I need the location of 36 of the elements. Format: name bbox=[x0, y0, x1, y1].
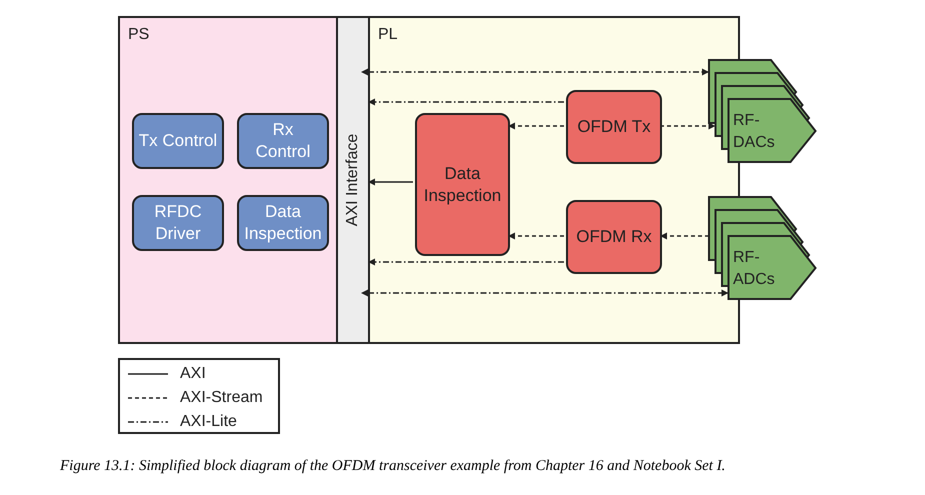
connector-arrow bbox=[660, 122, 716, 130]
interface-label: AXI Interface bbox=[343, 134, 362, 226]
connector-arrow bbox=[368, 258, 564, 266]
connector-arrow bbox=[660, 232, 709, 240]
process-box bbox=[566, 200, 662, 274]
converter-stack bbox=[709, 197, 817, 301]
box-label: OFDM Rx bbox=[575, 226, 653, 248]
connector-arrow bbox=[361, 68, 709, 76]
connector-arrow bbox=[368, 98, 564, 106]
legend-label: AXI bbox=[180, 364, 206, 384]
interface-bar bbox=[338, 16, 368, 344]
connector-arrow bbox=[361, 290, 728, 296]
box-label: Data Inspection bbox=[422, 162, 502, 206]
legend-label: AXI-Stream bbox=[180, 388, 263, 408]
process-box bbox=[132, 113, 224, 169]
box-label: Tx Control bbox=[138, 130, 218, 152]
box-label: RFDC Driver bbox=[153, 201, 203, 245]
process-box bbox=[132, 195, 224, 251]
figure-caption: Figure 13.1: Simplified block diagram of the OFDM transceiver example from Chapter 16 and Notebook Set I. bbox=[60, 458, 726, 475]
converter-stack bbox=[709, 60, 817, 164]
process-box bbox=[415, 113, 510, 256]
connector-arrow bbox=[368, 178, 413, 186]
converter-label: RF- ADCs bbox=[733, 248, 776, 290]
converter-label: RF- DACs bbox=[733, 111, 776, 153]
connector-arrow bbox=[508, 122, 564, 130]
process-box bbox=[237, 113, 329, 169]
box-label: OFDM Tx bbox=[576, 116, 652, 138]
legend-label: AXI-Lite bbox=[180, 412, 237, 432]
connector-arrow bbox=[508, 232, 564, 240]
ps-region bbox=[118, 16, 338, 344]
process-box bbox=[237, 195, 329, 251]
box-label: Data Inspection bbox=[243, 201, 323, 245]
box-label: Rx Control bbox=[254, 119, 312, 163]
process-box bbox=[566, 90, 662, 164]
region-label: PS bbox=[128, 25, 150, 45]
region-label: PL bbox=[378, 25, 398, 45]
